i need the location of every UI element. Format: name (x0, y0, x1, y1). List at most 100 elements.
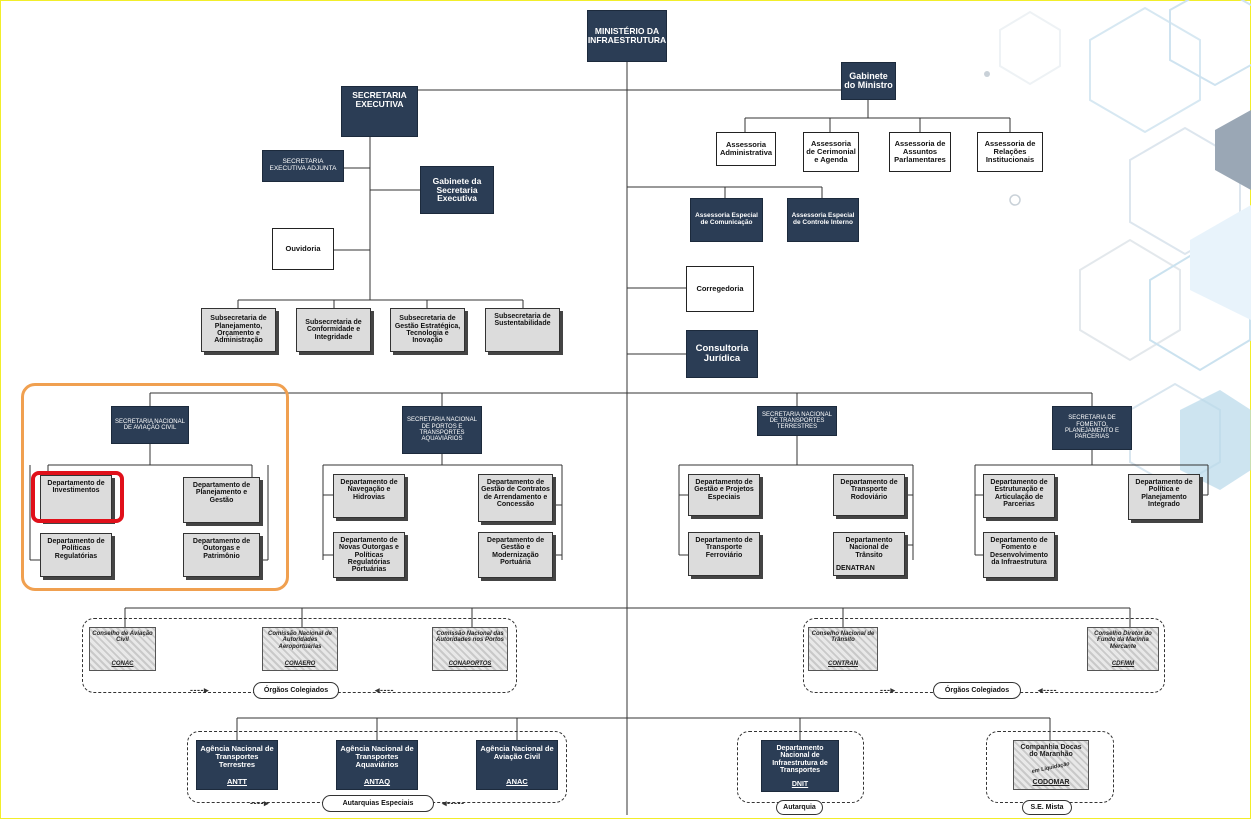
investimentos-highlight-outline (31, 471, 124, 523)
colegiado-acronym: CONAC (111, 660, 134, 667)
corregedoria-box[interactable]: Corregedoria (686, 266, 754, 312)
sfppp-dept-box[interactable]: Departamento de Política e Planejamento … (1128, 474, 1200, 520)
dnit-acronym: DNIT (791, 780, 809, 788)
snpta-box[interactable]: SECRETARIA NACIONAL DE PORTOS E TRANSPOR… (402, 406, 482, 454)
sntt-dept-box[interactable]: Departamento de Transporte Rodoviário (833, 474, 905, 516)
colegiado-name: Conselho de Aviação Civil (92, 631, 153, 644)
dnit-name: Departamento Nacional de Infraestrutura … (772, 745, 828, 775)
snac-box[interactable]: SECRETARIA NACIONAL DE AVIAÇÃO CIVIL (111, 406, 189, 444)
dept-label: Departamento de Gestão de Contratos de A… (481, 479, 550, 509)
sntt-box[interactable]: SECRETARIA NACIONAL DE TRANSPORTES TERRE… (757, 406, 837, 436)
ministry-label: MINISTÉRIO DA INFRAESTRUTURA (587, 26, 667, 45)
assessoria-especial-label: Assessoria Especial de Comunicação (695, 212, 758, 226)
snac-dept-box[interactable]: Departamento de Políticas Regulatórias (40, 533, 112, 577)
snpta-dept-box[interactable]: Departamento de Navegação e Hidrovias (333, 474, 405, 518)
assessoria-especial-box[interactable]: Assessoria Especial de Comunicação (690, 198, 763, 242)
se-mista-text: S.E. Mista (1030, 804, 1064, 811)
sntt-dept-box[interactable]: Departamento de Gestão e Projetos Especi… (688, 474, 760, 516)
assessoria-especial-box[interactable]: Assessoria Especial de Controle Interno (787, 198, 859, 242)
subsecretaria-label: Subsecretaria de Gestão Estratégica, Tec… (394, 315, 461, 345)
subsecretaria-label: Subsecretaria de Conformidade e Integrid… (305, 318, 362, 341)
sfppp-dept-box[interactable]: Departamento de Estruturação e Articulaç… (983, 474, 1055, 518)
consultoria-box[interactable]: Consultoria Jurídica (686, 330, 758, 378)
colegiado-box[interactable]: Conselho Diretor do Fundo da Marinha Mer… (1087, 627, 1159, 671)
assessoria-label: Assessoria Administrativa (719, 140, 773, 157)
agencia-name: Agência Nacional de Aviação Civil (480, 744, 554, 761)
arrow-right-icon: - - - ▸ (880, 685, 895, 695)
consultoria-label: Consultoria Jurídica (695, 343, 749, 364)
gabinete-se-box[interactable]: Gabinete da Secretaria Executiva (420, 166, 494, 214)
agencia-acronym: ANTT (227, 777, 247, 787)
snac-label: SECRETARIA NACIONAL DE AVIAÇÃO CIVIL (115, 418, 185, 431)
subsecretaria-box[interactable]: Subsecretaria de Sustentabilidade (485, 308, 560, 352)
snac-dept-box[interactable]: Departamento de Planejamento e Gestão (183, 477, 260, 523)
autarquia-text: Autarquia (783, 804, 816, 811)
assessoria-especial-label: Assessoria Especial de Controle Interno (791, 212, 855, 226)
ouvidoria-label: Ouvidoria (285, 244, 321, 254)
snpta-dept-box[interactable]: Departamento de Gestão e Modernização Po… (478, 532, 553, 578)
codomar-name: Companhia Docas do Maranhão (1020, 744, 1082, 759)
arrow-left-icon: ◂ - - - - - (442, 798, 464, 808)
assessoria-box[interactable]: Assessoria de Assuntos Parlamentares (889, 132, 951, 172)
colegiado-acronym: CONTRAN (828, 660, 858, 667)
colegiado-name: Conselho Nacional de Trânsito (811, 631, 875, 644)
dept-label: Departamento de Gestão e Modernização Po… (486, 537, 545, 567)
dept-label: Departamento de Navegação e Hidrovias (340, 479, 398, 501)
agencia-name: Agência Nacional de Transportes Aquaviár… (340, 744, 414, 769)
sfppp-dept-box[interactable]: Departamento de Fomento e Desenvolviment… (983, 532, 1055, 578)
secretaria-executiva-box[interactable]: SECRETARIA EXECUTIVA (341, 86, 418, 137)
se-adjunta-label: SECRETARIA EXECUTIVA ADJUNTA (269, 158, 337, 172)
arrow-left-icon: ◂ - - - - (375, 685, 393, 695)
dept-label: Departamento de Investimentos (47, 480, 105, 495)
codomar-note: em Liquidação (1031, 760, 1071, 775)
agencia-box[interactable]: Agência Nacional de Transportes Aquaviár… (336, 740, 418, 790)
dept-label: Departamento de Fomento e Desenvolviment… (990, 537, 1048, 567)
codomar-acronym: CODOMAR (1032, 778, 1070, 786)
snac-highlight-outline (21, 383, 289, 591)
subsecretaria-box[interactable]: Subsecretaria de Conformidade e Integrid… (296, 308, 371, 352)
subsecretaria-box[interactable]: Subsecretaria de Gestão Estratégica, Tec… (390, 308, 465, 352)
agencia-acronym: ANAC (506, 777, 528, 787)
autarquia-label: Autarquia (776, 800, 823, 815)
assessoria-box[interactable]: Assessoria Administrativa (716, 132, 776, 166)
snpta-dept-box[interactable]: Departamento de Gestão de Contratos de A… (478, 474, 553, 522)
subsecretaria-label: Subsecretaria de Sustentabilidade (494, 313, 551, 328)
assessoria-box[interactable]: Assessoria de Relações Institucionais (977, 132, 1043, 172)
dept-label: Departamento Nacional de Trânsito (845, 537, 893, 559)
secretaria-executiva-label: SECRETARIA EXECUTIVA (352, 90, 407, 109)
assessoria-label: Assessoria de Cerimonial e Agenda (806, 139, 856, 164)
snpta-dept-box[interactable]: Departamento de Novas Outorgas e Polític… (333, 532, 405, 578)
autarquias-especiais-text: Autarquias Especiais (342, 800, 414, 807)
snac-dept-box[interactable]: Departamento de Outorgas e Patrimônio (183, 533, 260, 577)
ministry-box[interactable]: MINISTÉRIO DA INFRAESTRUTURA (587, 10, 667, 62)
dnit-box[interactable]: Departamento Nacional de Infraestrutura … (761, 740, 839, 792)
dept-label: Departamento de Estruturação e Articulaç… (990, 479, 1048, 509)
se-adjunta-box[interactable]: SECRETARIA EXECUTIVA ADJUNTA (262, 150, 344, 182)
agencia-box[interactable]: Agência Nacional de Transportes Terrestr… (196, 740, 278, 790)
agencia-name: Agência Nacional de Transportes Terrestr… (200, 744, 274, 769)
sfppp-box[interactable]: SECRETARIA DE FOMENTO, PLANEJAMENTO E PA… (1052, 406, 1132, 450)
colegiado-name: Comissão Nacional de Autoridades Aeropor… (267, 631, 333, 650)
dept-label: Departamento de Política e Planejamento … (1135, 479, 1193, 509)
gabinete-ministro-box[interactable]: Gabinete do Ministro (841, 62, 896, 100)
colegiado-box[interactable]: Comissão Nacional das Autoridades nos Po… (432, 627, 508, 671)
colegiado-acronym: CDFMM (1111, 660, 1135, 667)
sntt-dept-box[interactable]: Departamento de Transporte Ferroviário (688, 532, 760, 576)
assessoria-box[interactable]: Assessoria de Cerimonial e Agenda (803, 132, 859, 172)
dept-label: Departamento de Gestão e Projetos Especi… (694, 479, 754, 501)
autarquias-especiais-label: Autarquias Especiais (322, 795, 434, 812)
dept-label: Departamento de Novas Outorgas e Polític… (339, 537, 399, 574)
snac-dept-box[interactable]: Departamento de Investimentos (40, 475, 112, 521)
colegiado-box[interactable]: Comissão Nacional de Autoridades Aeropor… (262, 627, 338, 671)
se-mista-label: S.E. Mista (1022, 800, 1072, 815)
colegiado-acronym: CONAPORTOS (448, 660, 492, 667)
subsecretaria-box[interactable]: Subsecretaria de Planejamento, Orçamento… (201, 308, 276, 352)
arrow-right-icon: - - - - ▸ (190, 685, 208, 695)
ouvidoria-box[interactable]: Ouvidoria (272, 228, 334, 270)
agencia-acronym: ANTAQ (363, 777, 391, 787)
